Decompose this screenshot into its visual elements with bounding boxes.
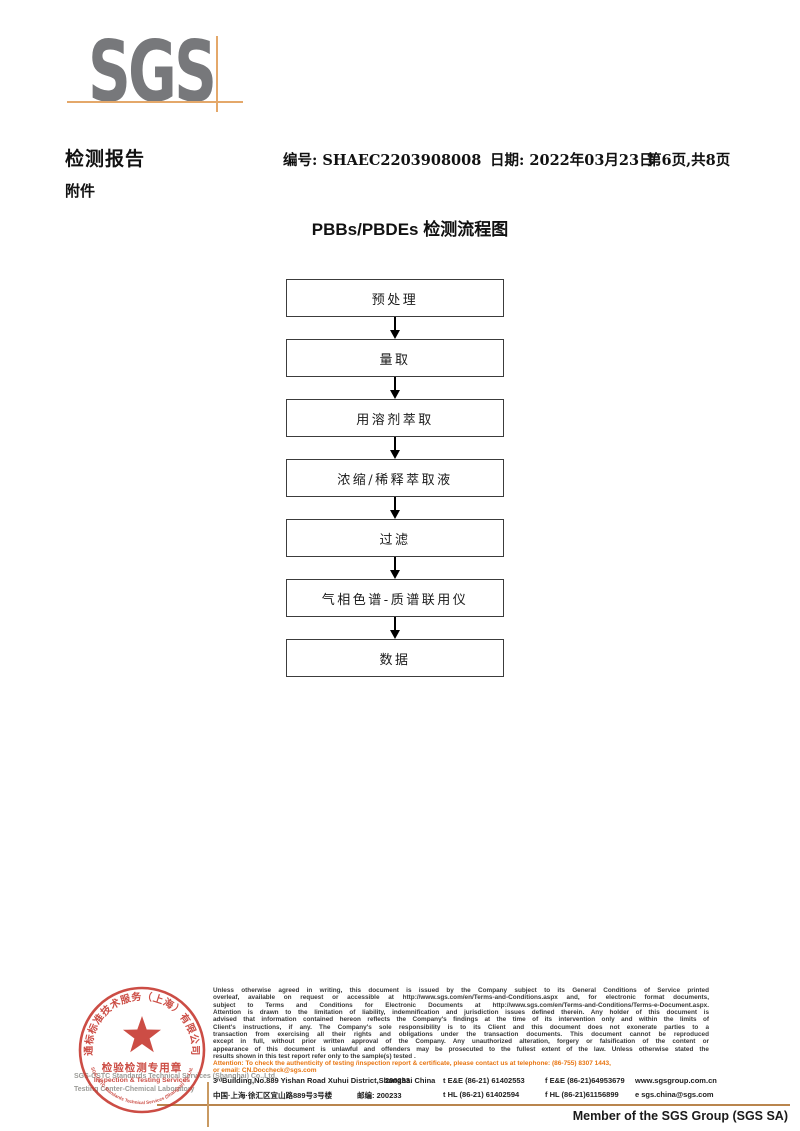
report-date: 日期: 2022年03月23日 bbox=[490, 152, 654, 169]
zip-cn: 邮编: 200233 bbox=[357, 1091, 402, 1100]
stamp-title-en: Inspection & Testing Services bbox=[94, 1077, 190, 1084]
company-name-en: SGS-CSTC Standards Technical Services (S… bbox=[74, 1073, 277, 1080]
footer-crosshair-vertical bbox=[207, 1082, 209, 1127]
legal-line: subject to Terms and Conditions for Elec… bbox=[213, 1001, 709, 1009]
legal-line: appearance of this document is unlawful … bbox=[213, 1045, 709, 1053]
legal-line: Attention is drawn to the limitation of … bbox=[213, 1009, 709, 1017]
zip-en: 200233 bbox=[385, 1076, 411, 1085]
lab-name: Testing Center-Chemical Laboratory bbox=[74, 1086, 195, 1093]
page-indicator: 第6页,共8页 bbox=[647, 152, 731, 169]
flow-step-pretreatment: 预处理 bbox=[286, 279, 504, 317]
fax-hl: f HL (86-21)61156899 bbox=[545, 1090, 619, 1099]
legal-line: advised that information contained hereo… bbox=[213, 1016, 709, 1024]
address-en: 3ʳᵈBuilding,No.889 Yishan Road Xuhui Dis… bbox=[213, 1076, 436, 1085]
arrow-down-icon bbox=[390, 557, 400, 579]
star-icon bbox=[123, 1016, 161, 1053]
flow-step-data: 数据 bbox=[286, 639, 504, 677]
footer-crosshair-horizontal bbox=[157, 1104, 790, 1106]
stamp-title-cn: 检验检测专用章 bbox=[102, 1061, 183, 1074]
address-row-cn: 中国·上海·徐汇区宜山路889号3号楼 邮编: 200233 t HL (86-… bbox=[0, 1090, 800, 1102]
legal-disclaimer: Unless otherwise agreed in writing, this… bbox=[213, 987, 709, 1060]
legal-line: Client's instructions, if any. The Compa… bbox=[213, 1023, 709, 1031]
member-text: Member of the SGS Group (SGS SA) bbox=[572, 1109, 788, 1123]
attention-email-line: or email: CN.Doccheck@sgs.com bbox=[213, 1067, 317, 1075]
report-title: 检测报告 bbox=[65, 148, 146, 170]
email: e sgs.china@sgs.com bbox=[635, 1090, 714, 1099]
flowchart: 预处理 量取 用溶剂萃取 浓缩/稀释萃取液 过滤 气相色谱-质谱联用仪 数据 bbox=[286, 279, 504, 677]
legal-line: Unless otherwise agreed in writing, this… bbox=[213, 987, 709, 994]
legal-line: results shown in this test report refer … bbox=[213, 1053, 416, 1061]
flow-step-measure: 量取 bbox=[286, 339, 504, 377]
flow-step-concentrate-dilute: 浓缩/稀释萃取液 bbox=[286, 459, 504, 497]
report-number: 编号: SHAEC2203908008 bbox=[283, 152, 482, 169]
phone-hl: t HL (86-21) 61402594 bbox=[443, 1090, 520, 1099]
logo-crosshair-vertical bbox=[216, 36, 218, 112]
attachment-label: 附件 bbox=[65, 182, 96, 200]
legal-line: overleaf, available on request or access… bbox=[213, 994, 709, 1002]
website: www.sgsgroup.com.cn bbox=[635, 1076, 717, 1085]
flowchart-title: PBBs/PBDEs 检测流程图 bbox=[311, 220, 509, 239]
address-row-en: 3ʳᵈBuilding,No.889 Yishan Road Xuhui Dis… bbox=[0, 1076, 800, 1088]
arrow-down-icon bbox=[390, 497, 400, 519]
attention-notice: Attention: To check the authenticity of … bbox=[213, 1060, 713, 1075]
arrow-down-icon bbox=[390, 377, 400, 399]
arrow-down-icon bbox=[390, 617, 400, 639]
flow-step-gcms: 气相色谱-质谱联用仪 bbox=[286, 579, 504, 617]
arrow-down-icon bbox=[390, 437, 400, 459]
address-cn: 中国·上海·徐汇区宜山路889号3号楼 bbox=[213, 1091, 333, 1100]
sgs-logo: SGS bbox=[88, 23, 217, 122]
attention-line: Attention: To check the authenticity of … bbox=[213, 1060, 611, 1067]
inspection-stamp-icon: 通标标准技术服务（上海）有限公司 检验检测专用章 Inspection & Te… bbox=[78, 986, 206, 1114]
legal-line: transaction from exercising all their ri… bbox=[213, 1031, 709, 1039]
legal-line: except in full, without prior written ap… bbox=[213, 1038, 709, 1046]
arrow-down-icon bbox=[390, 317, 400, 339]
phone-ee: t E&E (86-21) 61402553 bbox=[443, 1076, 525, 1085]
flow-step-solvent-extraction: 用溶剂萃取 bbox=[286, 399, 504, 437]
logo-crosshair-horizontal bbox=[67, 101, 243, 103]
fax-ee: f E&E (86-21)64953679 bbox=[545, 1076, 625, 1085]
flow-step-filter: 过滤 bbox=[286, 519, 504, 557]
